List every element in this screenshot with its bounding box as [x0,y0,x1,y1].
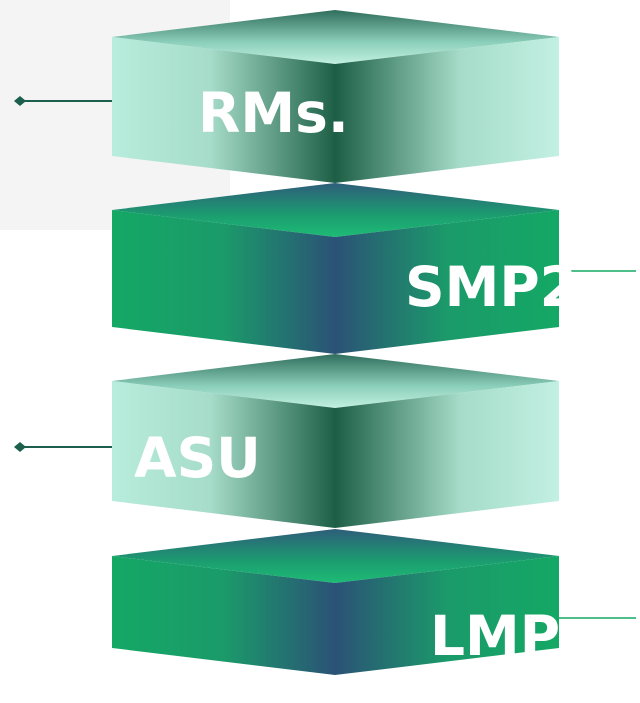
layer-smp2-label: SMP2 [405,255,578,319]
layer-rms-connector-dot [14,96,26,106]
layer-smp2: SMP2 [112,183,636,354]
layer-smp2-front-face [112,210,559,354]
layer-asu-connector-dot [14,442,26,452]
layer-asu-top-face [112,354,559,408]
layer-asu: ASU [14,354,559,528]
layer-lmp-front-face [112,556,559,675]
layer-rms: RMs. [14,10,559,183]
layer-rms-top-face [112,10,559,64]
layer-lmp-top-face [112,529,559,583]
layer-asu-front-face [112,381,559,528]
layer-rms-front-face [112,37,559,183]
layer-smp2-top-face [112,183,559,237]
layer-rms-label: RMs. [198,81,349,145]
layer-asu-label: ASU [134,426,261,490]
layer-lmp: LMP [112,529,636,675]
layer-lmp-label: LMP [430,604,560,668]
